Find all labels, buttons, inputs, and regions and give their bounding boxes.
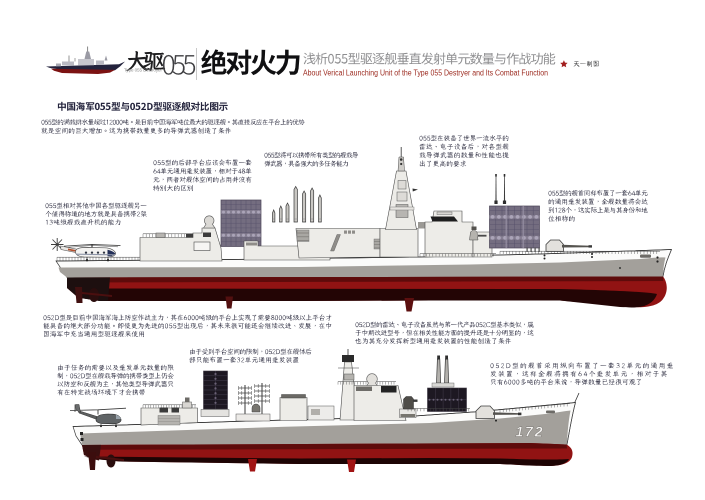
svg-text:Type 055 Destroyer: Type 055 Destroyer [124,68,162,73]
svg-text:About Verical Launching Unit o: About Verical Launching Unit of the Type… [303,68,548,77]
